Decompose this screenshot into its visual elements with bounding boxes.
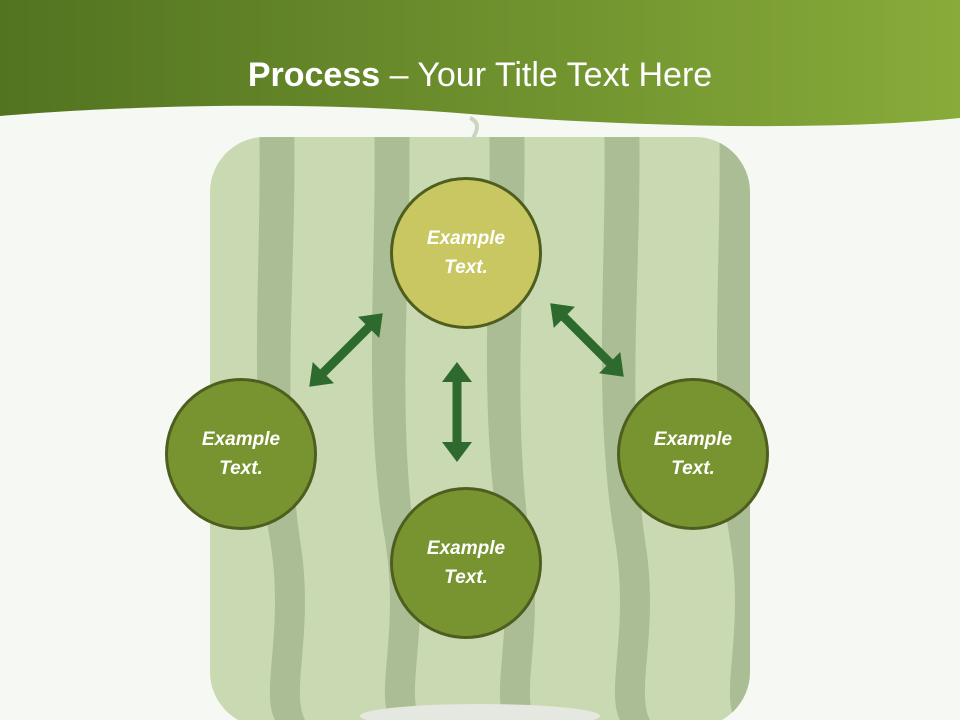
slide-title: Process – Your Title Text Here — [0, 52, 960, 98]
watermelon-image — [210, 116, 750, 720]
process-node-bottom: Example Text. — [390, 487, 542, 639]
double-arrow-icon — [309, 303, 624, 462]
process-node-left: Example Text. — [165, 378, 317, 530]
node-top-text: Example Text. — [426, 228, 506, 278]
node-right-text: Example Text. — [653, 429, 733, 479]
node-left-text: Example Text. — [201, 429, 281, 479]
process-node-right: Example Text. — [617, 378, 769, 530]
node-bottom-text: Example Text. — [426, 538, 506, 588]
title-rest: – Your Title Text Here — [380, 56, 713, 94]
process-node-top: Example Text. — [390, 177, 542, 329]
header-band — [0, 0, 960, 127]
title-bold: Process — [247, 56, 381, 94]
